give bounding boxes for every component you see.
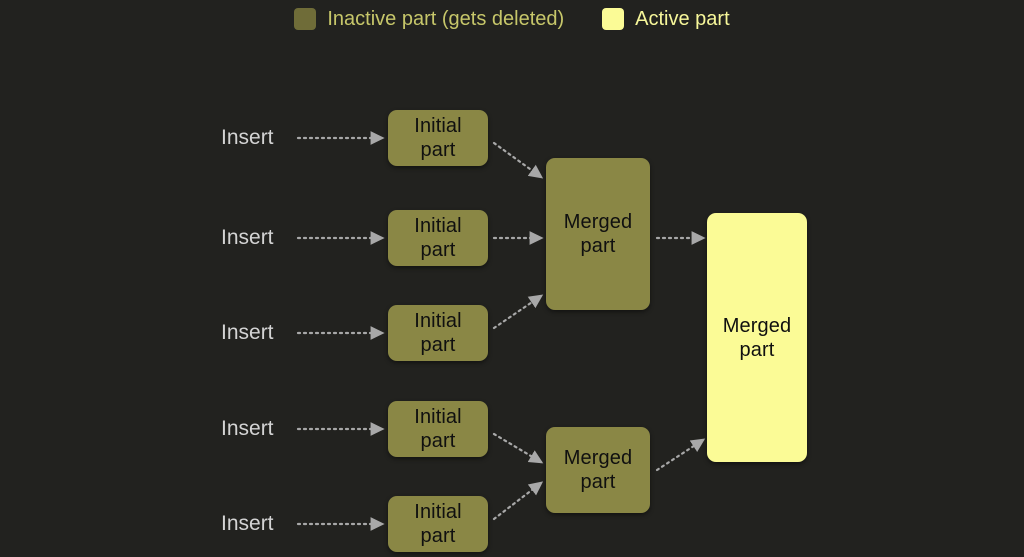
insert-label-3: Insert [221, 321, 274, 344]
legend-item-active: Active part [602, 8, 730, 30]
legend-item-inactive: Inactive part (gets deleted) [294, 8, 564, 30]
insert-label-4: Insert [221, 417, 274, 440]
initial-part-2[interactable]: Initial part [388, 210, 488, 266]
initial-part-3[interactable]: Initial part [388, 305, 488, 361]
legend-swatch-inactive-icon [294, 8, 317, 30]
legend-label-active: Active part [635, 8, 730, 30]
initial-part-4[interactable]: Initial part [388, 401, 488, 457]
initial-part-1[interactable]: Initial part [388, 110, 488, 166]
legend: Inactive part (gets deleted) Active part [0, 8, 1024, 30]
edge-merged-part-2-to-final-merged-part [655, 438, 706, 472]
legend-swatch-active-icon [602, 8, 625, 30]
edge-initial-part-3-to-merged-part-1 [492, 294, 544, 330]
edge-initial-part-1-to-merged-part-1 [492, 141, 544, 179]
edge-initial-part-5-to-merged-part-2 [492, 481, 544, 521]
insert-label-1: Insert [221, 126, 274, 149]
edge-initial-part-4-to-merged-part-2 [492, 432, 544, 464]
merged-part-1[interactable]: Merged part [546, 158, 650, 310]
initial-part-5[interactable]: Initial part [388, 496, 488, 552]
merged-part-2[interactable]: Merged part [546, 427, 650, 513]
insert-label-2: Insert [221, 226, 274, 249]
final-merged-part[interactable]: Merged part [707, 213, 807, 462]
insert-label-5: Insert [221, 512, 274, 535]
legend-label-inactive: Inactive part (gets deleted) [327, 8, 565, 30]
